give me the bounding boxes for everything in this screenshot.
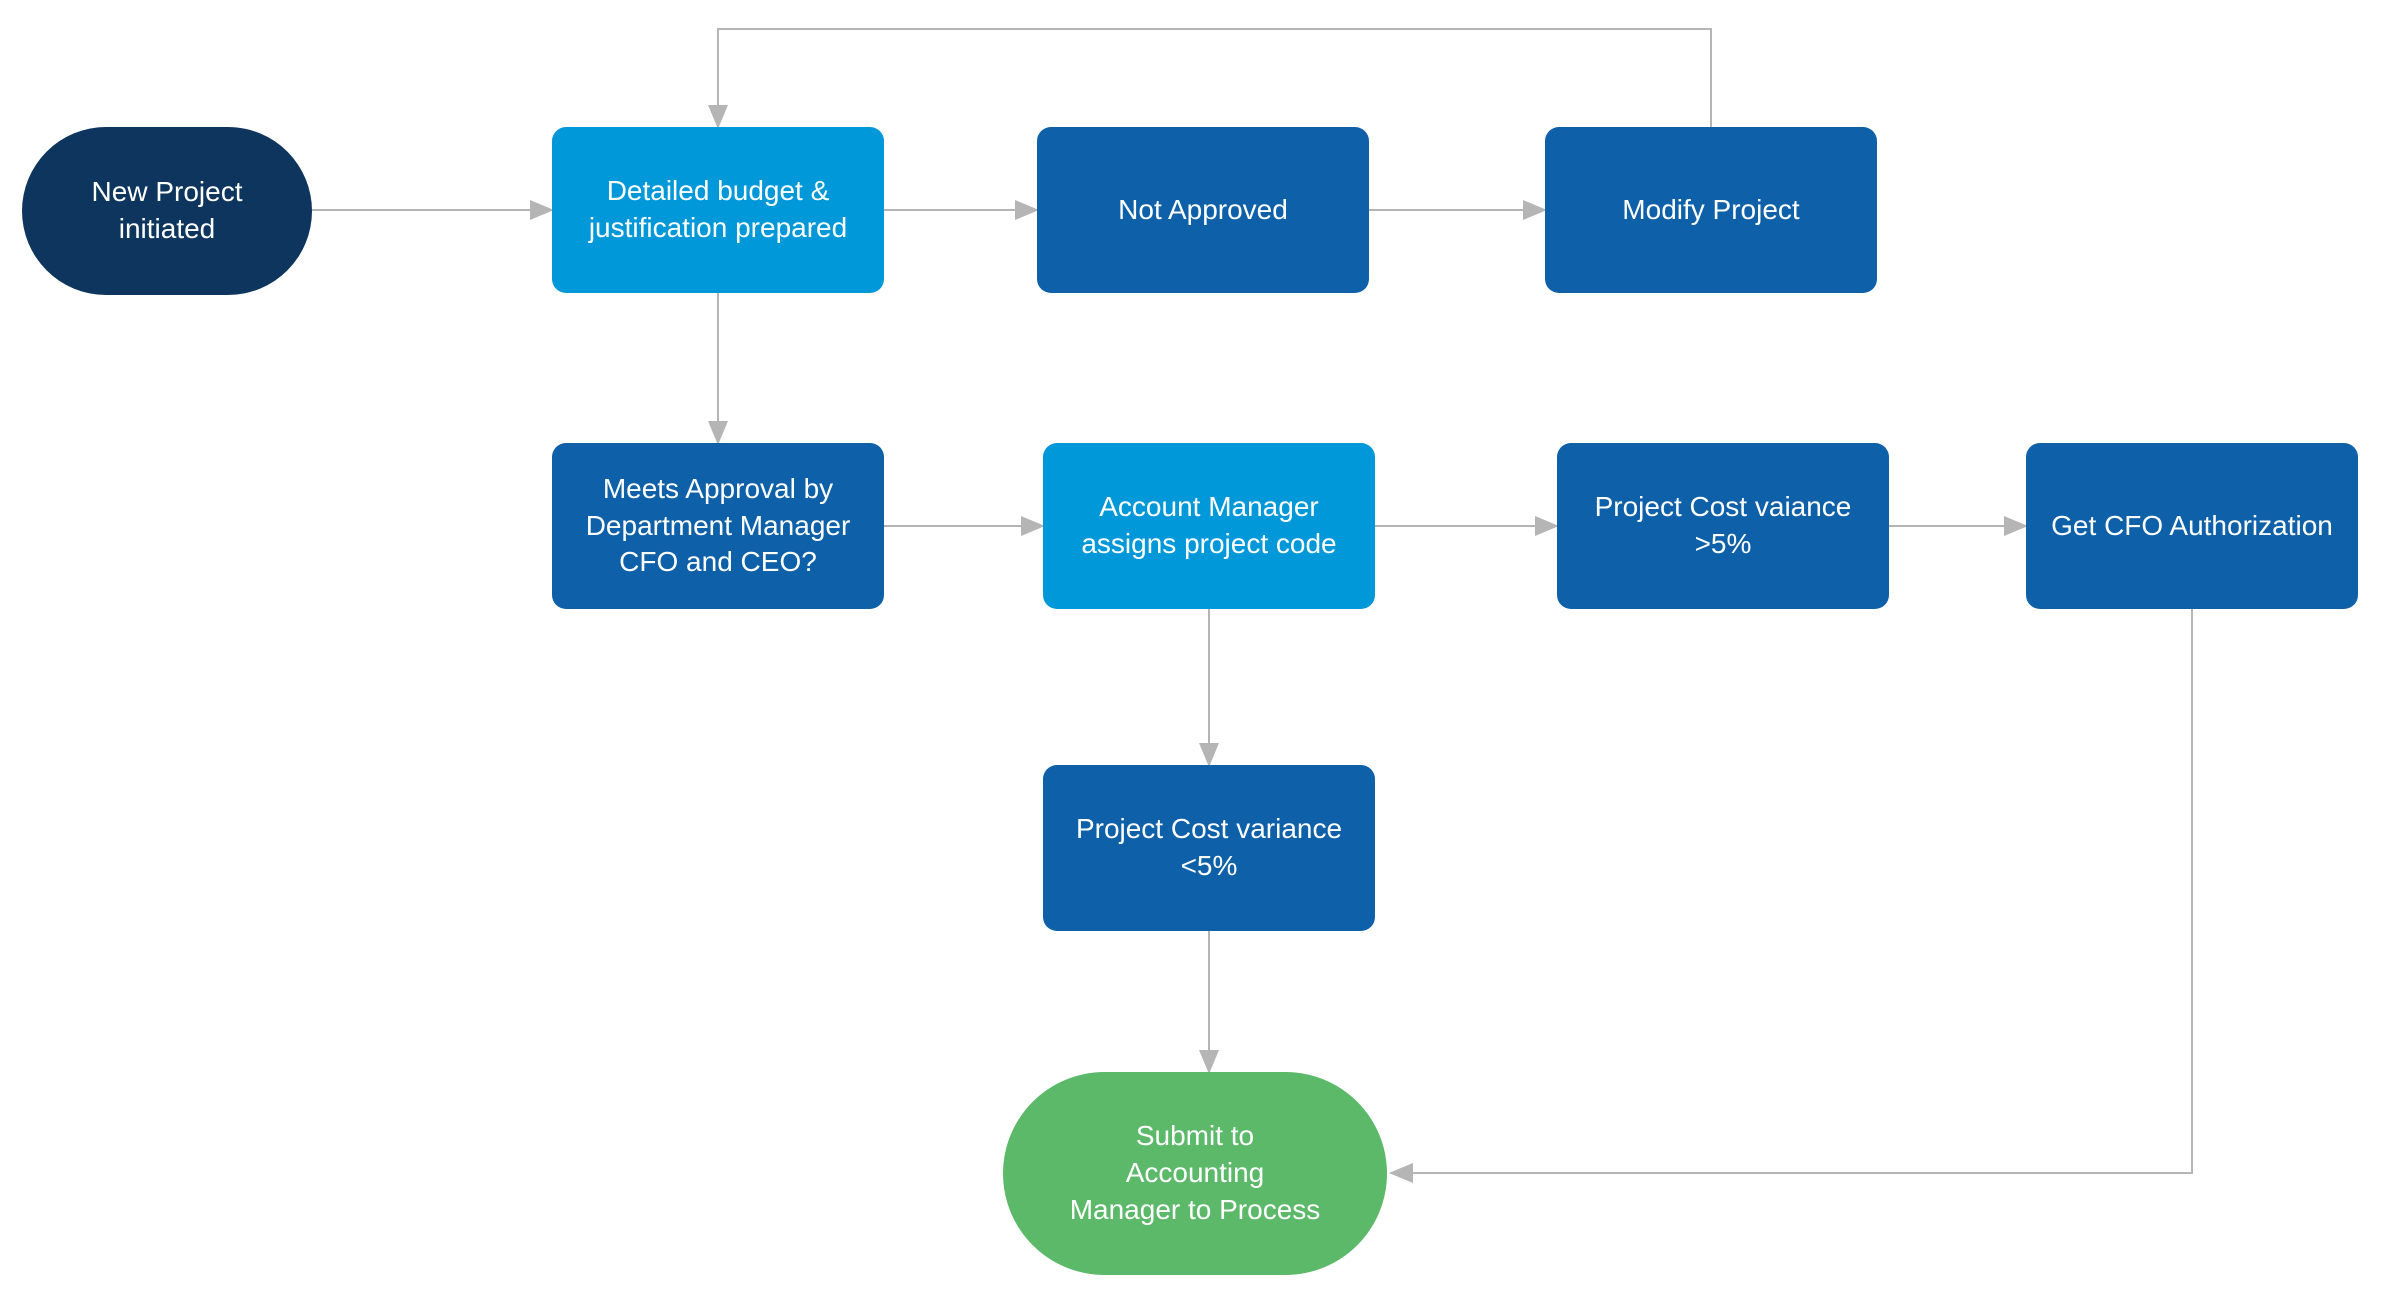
node-label-meets-approval: Meets Approval by Department Manager CFO…: [585, 472, 851, 578]
edge-modify-project-to-detailed-budget-loop: [708, 28, 1712, 129]
node-label-submit-accounting: Submit to Accounting Manager to Process: [1069, 1120, 1321, 1225]
process-node-detailed-budget[interactable]: Detailed budget & justification prepared: [552, 127, 884, 293]
edge-get-cfo-authorization-to-submit-accounting: [1389, 609, 2193, 1183]
node-label-not-approved: Not Approved: [1118, 193, 1288, 225]
start-node-new-project[interactable]: New Project initiated: [22, 127, 312, 295]
process-node-not-approved[interactable]: Not Approved: [1037, 127, 1369, 293]
node-label-account-manager: Account Manager assigns project code: [1081, 491, 1337, 559]
node-label-detailed-budget: Detailed budget & justification prepared: [588, 175, 848, 243]
process-node-cost-variance-gt5[interactable]: Project Cost vaiance >5%: [1557, 443, 1889, 609]
node-label-get-cfo-authorization: Get CFO Authorization: [2051, 509, 2333, 541]
node-label-cost-variance-gt5: Project Cost vaiance >5%: [1594, 491, 1852, 559]
process-node-modify-project[interactable]: Modify Project: [1545, 127, 1877, 293]
end-node-submit-accounting[interactable]: Submit to Accounting Manager to Process: [1003, 1072, 1387, 1275]
node-label-modify-project: Modify Project: [1622, 193, 1800, 225]
process-node-get-cfo-authorization[interactable]: Get CFO Authorization: [2026, 443, 2358, 609]
process-node-cost-variance-lt5[interactable]: Project Cost variance <5%: [1043, 765, 1375, 931]
process-node-account-manager[interactable]: Account Manager assigns project code: [1043, 443, 1375, 609]
node-label-cost-variance-lt5: Project Cost variance <5%: [1075, 813, 1343, 881]
decision-node-meets-approval[interactable]: Meets Approval by Department Manager CFO…: [552, 443, 884, 609]
node-label-new-project: New Project initiated: [91, 176, 243, 244]
